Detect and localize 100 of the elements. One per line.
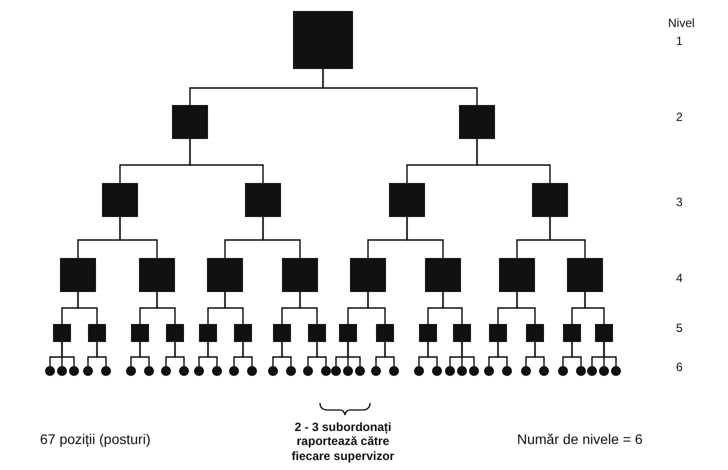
- position-box: [166, 324, 184, 342]
- position-dot: [355, 366, 365, 376]
- position-dot: [126, 366, 136, 376]
- position-box: [308, 324, 326, 342]
- level-number: 1: [676, 34, 683, 48]
- position-dot: [229, 366, 239, 376]
- position-dot: [343, 366, 353, 376]
- level-count: Număr de nivele = 6: [517, 431, 643, 448]
- position-dot: [57, 366, 67, 376]
- connector-line: [322, 69, 478, 105]
- position-dot: [247, 366, 257, 376]
- connector-line: [384, 342, 395, 366]
- level-number: 3: [676, 195, 683, 210]
- position-dot: [521, 366, 531, 376]
- connector-line: [497, 342, 508, 366]
- position-dot: [558, 366, 568, 376]
- position-dot: [268, 366, 278, 376]
- position-dot: [432, 366, 442, 376]
- level-number: 6: [676, 360, 683, 374]
- position-dot: [212, 366, 222, 376]
- position-dot: [83, 366, 93, 376]
- position-dot: [502, 366, 512, 376]
- position-dot: [576, 366, 586, 376]
- position-dot: [303, 366, 313, 376]
- connector-line: [603, 342, 617, 366]
- position-box: [419, 324, 437, 342]
- connector-line: [156, 292, 176, 324]
- position-dot: [414, 366, 424, 376]
- connector-line: [262, 217, 301, 258]
- position-box: [293, 11, 353, 69]
- position-dot: [611, 366, 621, 376]
- position-box: [453, 324, 471, 342]
- position-box: [532, 183, 568, 217]
- position-dot: [101, 366, 111, 376]
- connector-line: [61, 342, 75, 366]
- connector-line: [476, 139, 551, 183]
- position-dot: [457, 366, 467, 376]
- level-heading: Nivel: [668, 16, 695, 30]
- position-dot: [389, 366, 399, 376]
- connector-line: [316, 342, 327, 366]
- position-dot: [469, 366, 479, 376]
- position-count: 67 poziții (posturi): [40, 431, 150, 448]
- position-dot: [179, 366, 189, 376]
- position-box: [273, 324, 291, 342]
- position-dot: [161, 366, 171, 376]
- connector-line: [534, 342, 545, 366]
- connector-line: [299, 292, 318, 324]
- position-box: [567, 258, 603, 292]
- position-box: [207, 258, 243, 292]
- level-number: 5: [676, 321, 683, 336]
- position-dot: [321, 366, 331, 376]
- position-box: [389, 183, 425, 217]
- position-box: [88, 324, 106, 342]
- connector-line: [242, 342, 253, 366]
- position-dot: [484, 366, 494, 376]
- position-box: [60, 258, 96, 292]
- level-number: 4: [676, 271, 683, 286]
- position-box: [131, 324, 149, 342]
- position-box: [376, 324, 394, 342]
- connector-line: [442, 292, 463, 324]
- position-dot: [45, 366, 55, 376]
- position-box: [234, 324, 252, 342]
- position-dot: [599, 366, 609, 376]
- connector-line: [189, 139, 264, 183]
- connector-line: [139, 342, 150, 366]
- position-box: [595, 324, 613, 342]
- connector-line: [119, 217, 158, 258]
- position-box: [245, 183, 281, 217]
- position-dot: [445, 366, 455, 376]
- position-box: [425, 258, 461, 292]
- connector-line: [571, 342, 582, 366]
- position-box: [526, 324, 544, 342]
- connector-line: [77, 292, 98, 324]
- connector-line: [427, 342, 438, 366]
- connector-line: [367, 292, 386, 324]
- connector-line: [516, 292, 536, 324]
- position-box: [350, 258, 386, 292]
- position-box: [53, 324, 71, 342]
- position-dot: [194, 366, 204, 376]
- connector-line: [347, 342, 361, 366]
- position-dot: [539, 366, 549, 376]
- position-box: [172, 105, 208, 139]
- position-box: [282, 258, 318, 292]
- connector-line: [461, 342, 475, 366]
- position-box: [499, 258, 535, 292]
- connector-line: [584, 292, 605, 324]
- level-number: 2: [676, 110, 683, 124]
- position-box: [199, 324, 217, 342]
- connector-line: [549, 217, 586, 258]
- span-of-control-note: 2 - 3 subordonați raportează către fiecare supervizor: [290, 420, 396, 464]
- connector-line: [96, 342, 107, 366]
- position-dot: [144, 366, 154, 376]
- position-box: [102, 183, 138, 217]
- position-box: [563, 324, 581, 342]
- connector-line: [224, 292, 244, 324]
- position-dot: [587, 366, 597, 376]
- connector-line: [174, 342, 185, 366]
- position-dot: [69, 366, 79, 376]
- position-box: [489, 324, 507, 342]
- position-dot: [371, 366, 381, 376]
